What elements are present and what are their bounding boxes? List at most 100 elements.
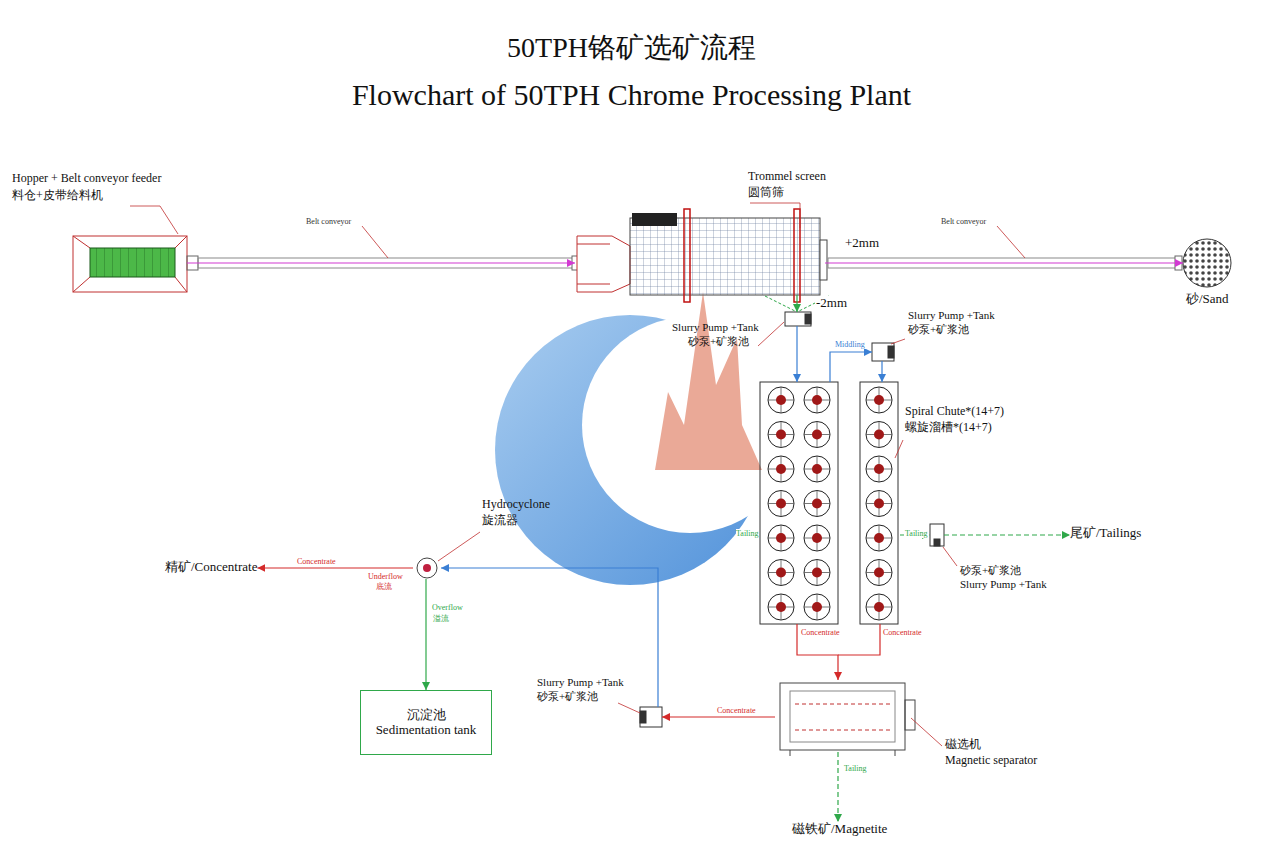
equipment-label: 圆筒筛 [748,186,784,200]
edge-label: Belt conveyor [940,217,987,226]
edge-label: Tailing [904,529,929,538]
flow-connector [441,568,658,707]
concentrate-output: 精矿/Concentrate [165,560,257,575]
equipment-label: Slurry Pump +Tank [960,578,1047,591]
equipment-label: 料仓+皮带给料机 [12,189,103,203]
flow-connector [796,326,797,382]
spiral-icon [866,560,892,586]
spiral-icon [866,491,892,517]
spiral-icon [768,594,794,620]
equipment-label: 砂/Sand [1186,292,1229,307]
flow-connector [944,534,1070,535]
magnetite-output: 磁铁矿/Magnetite [792,822,887,837]
hydrocyclone [417,558,437,578]
flow-connector [662,716,775,717]
flow-connector [796,295,797,312]
edge-label: Middling [834,340,866,349]
spiral-icon [804,456,830,482]
slurry-pump: Slurry Pump +Tank砂泵+矿浆池 [785,312,811,326]
spiral-chute-banks [760,382,898,624]
flow-connector [257,567,413,568]
equipment-label: Slurry Pump +Tank [672,321,759,334]
logo-watermark [495,292,798,585]
equipment-label: Slurry Pump +Tank [908,309,995,322]
flow-label: Concentrate [883,628,922,637]
trommel-screen [577,209,829,311]
flow-label: Tailing [736,529,759,538]
edge-label: Concentrate [716,706,757,715]
spiral-icon [804,491,830,517]
spiral-icon [768,422,794,448]
leader-lines [130,203,1025,746]
edge-label: Concentrate [800,628,841,637]
tailings-output: 尾矿/Tailings [1070,526,1141,541]
equipment-label: Spiral Chute*(14+7) [905,405,1004,419]
flow-label: 溢流 [433,614,449,623]
sand-output: 砂/Sand [1183,239,1231,287]
title: 50TPH铬矿选矿流程 [0,32,1263,64]
spiral-icon [866,594,892,620]
node-text: 沉淀池 [407,708,446,723]
slurry-pump: 砂泵+矿浆池Slurry Pump +Tank [930,524,944,546]
flow-connector [830,352,872,382]
equipment-label: 螺旋溜槽*(14+7) [905,421,992,435]
sedimentation-tank: 沉淀池Sedimentation tank [360,690,492,755]
logo-flame [655,292,762,470]
magnetic-separator: 磁选机Magnetic separator [775,680,910,752]
equipment-label: 旋流器 [482,514,518,528]
slurry-pump: Slurry Pump +Tank砂泵+矿浆池 [640,707,662,727]
flow-label: 底流 [376,582,392,591]
edge-label: Tailing [843,764,868,773]
flow-connector [825,262,1183,263]
flow-label: Underflow [368,572,403,581]
spiral-icon [866,387,892,413]
node-text: Sedimentation tank [376,723,477,738]
edge-label: -2mm [815,296,848,311]
flow-connector [187,262,575,263]
spiral-icon [768,456,794,482]
edge-label: Concentrate [296,557,337,566]
spiral-icon [804,560,830,586]
equipment-label: 砂泵+矿浆池 [537,690,598,703]
spiral-icon [804,422,830,448]
spiral-icon [768,491,794,517]
equipment-label: Trommel screen [748,170,826,184]
spiral-icon [804,525,830,551]
trommel-screen: Trommel screen圆筒筛 [575,215,825,295]
spiral-icon [866,525,892,551]
spiral-icon [768,525,794,551]
spiral-icon [804,387,830,413]
hopper-feeder [73,236,198,292]
equipment-label: Magnetic separator [945,754,1037,768]
hydrocyclone: Hydrocyclone旋流器 [413,557,441,579]
subtitle: Flowchart of 50TPH Chrome Processing Pla… [0,78,1263,113]
size-label: +2mm [845,236,879,251]
flow-connector [837,752,838,822]
spiral-icon [866,456,892,482]
equipment-label: 砂泵+矿浆池 [908,323,969,336]
equipment-label: Hydrocyclone [482,498,550,512]
flow-connector [425,579,426,690]
spiral-chute: Spiral Chute*(14+7)螺旋溜槽*(14+7) [760,382,900,624]
spiral-icon [804,594,830,620]
equipment-label: Slurry Pump +Tank [537,676,624,689]
node-text: 磁铁矿/Magnetite [792,822,887,837]
spiral-icon [768,560,794,586]
equipment-label: Hopper + Belt conveyor feeder [12,172,161,186]
equipment-label: 砂泵+矿浆池 [960,564,1021,577]
sand-pile [1183,239,1231,287]
spiral-icon [768,387,794,413]
slurry-pump [640,312,944,727]
equipment-label: 砂泵+矿浆池 [688,335,749,348]
flow-connector [881,361,882,382]
hopper-feeder: Hopper + Belt conveyor feeder料仓+皮带给料机 [73,236,187,292]
magnetic-separator [780,683,915,756]
edge-label: Belt conveyor [305,217,352,226]
slurry-pump: Slurry Pump +Tank砂泵+矿浆池 [872,343,894,361]
spiral-icon [866,422,892,448]
node-text: 尾矿/Tailings [1070,526,1141,541]
equipment-label: 磁选机 [945,738,981,752]
edge-label: Overflow [431,603,464,612]
